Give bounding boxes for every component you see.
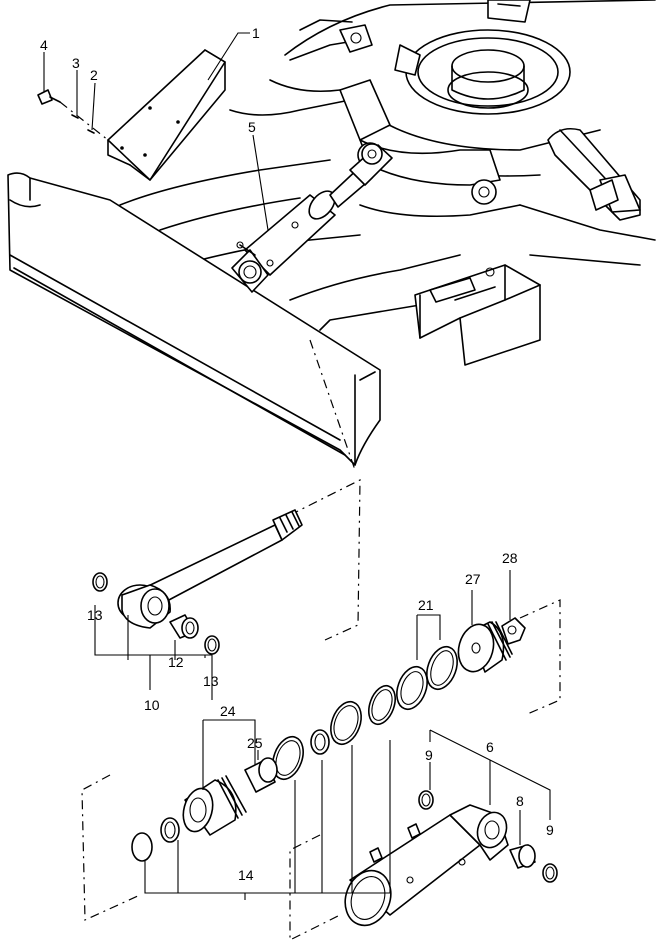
callout-9b: 9	[546, 822, 554, 838]
piston-rod-part	[117, 509, 303, 629]
callout-12: 12	[168, 654, 184, 670]
callout-6: 6	[486, 739, 494, 755]
guide-lines-lower	[81, 479, 561, 941]
cylinder-head-seals	[131, 684, 396, 862]
piston-seal-group	[396, 617, 526, 711]
callout-25: 25	[247, 735, 263, 751]
callout-9a: 9	[425, 747, 433, 763]
seal-rings-left	[92, 572, 220, 655]
leader-lines-lower	[94, 570, 551, 900]
callout-1: 1	[252, 25, 260, 41]
callout-13b: 13	[203, 673, 219, 689]
callout-3: 3	[72, 55, 80, 71]
dozer-blade	[7, 172, 381, 466]
callout-10: 10	[144, 697, 160, 713]
callout-13a: 13	[87, 607, 103, 623]
cover-plate-part	[107, 49, 226, 181]
bolt-and-washers	[37, 89, 109, 141]
callout-24: 24	[220, 703, 236, 719]
cylinder-barrel-part	[344, 790, 558, 927]
callout-27: 27	[465, 571, 481, 587]
callout-28: 28	[502, 550, 518, 566]
machine-frame	[119, 0, 656, 366]
callout-labels: 1 4 3 2 5 13 12 13 10 21 27 28 24 25 14 …	[40, 25, 554, 883]
leader-lines-upper	[43, 32, 356, 471]
callout-5: 5	[248, 119, 256, 135]
callout-21: 21	[418, 597, 434, 613]
upper-cylinder-part	[231, 143, 393, 293]
callout-8: 8	[516, 793, 524, 809]
callout-14: 14	[238, 867, 254, 883]
callout-2: 2	[90, 67, 98, 83]
callout-4: 4	[40, 37, 48, 53]
